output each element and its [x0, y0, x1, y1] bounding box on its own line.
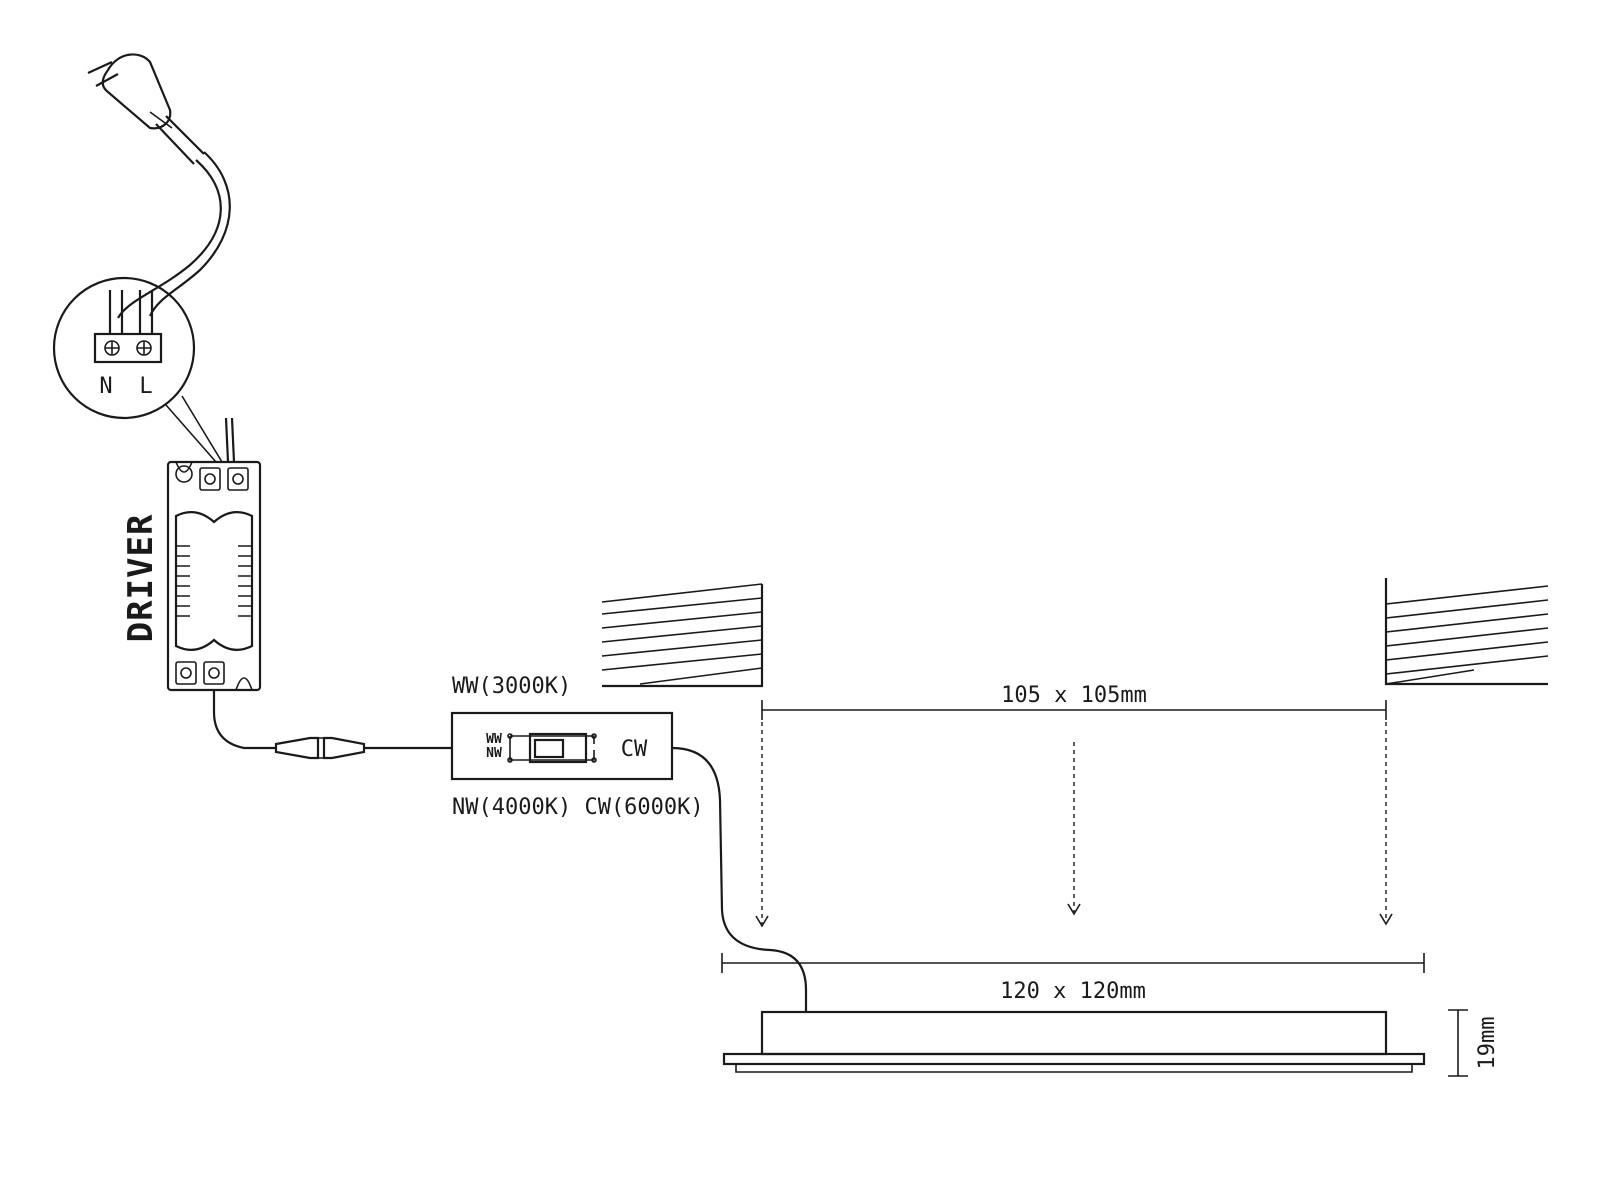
inline-connector	[274, 736, 452, 760]
color-switch-icon: WW NW CW	[450, 711, 674, 781]
panel-dimension-label: 120 x 120mm	[1000, 979, 1146, 1004]
terminal-block-icon	[93, 290, 163, 364]
driver-label: DRIVER	[121, 514, 161, 643]
switch-label-cw: CW	[621, 737, 648, 762]
height-dimension-line	[1448, 1009, 1468, 1077]
switch-label-nw: NW	[486, 746, 502, 761]
ceiling-icon	[601, 583, 764, 688]
led-panel-icon	[722, 1010, 1426, 1073]
panel-cable	[671, 746, 808, 1012]
terminal-detail: N L	[52, 276, 223, 463]
label-ww-3000k: WW(3000K)	[452, 674, 571, 699]
label-nw-cw: NW(4000K) CW(6000K)	[452, 795, 704, 820]
panel-dimension-line	[721, 953, 1425, 973]
terminal-label-n: N	[99, 374, 112, 399]
height-dimension-label: 19mm	[1475, 1017, 1500, 1070]
plug-icon	[87, 53, 231, 319]
cutout-dimension-line	[761, 700, 1387, 720]
cutout-dimension-label: 105 x 105mm	[1001, 683, 1147, 708]
switch-label-ww: WW	[486, 732, 502, 747]
insert-arrows	[755, 722, 1393, 928]
ceiling-icon	[1384, 578, 1549, 686]
terminal-label-l: L	[139, 374, 152, 399]
driver-icon	[166, 417, 276, 750]
